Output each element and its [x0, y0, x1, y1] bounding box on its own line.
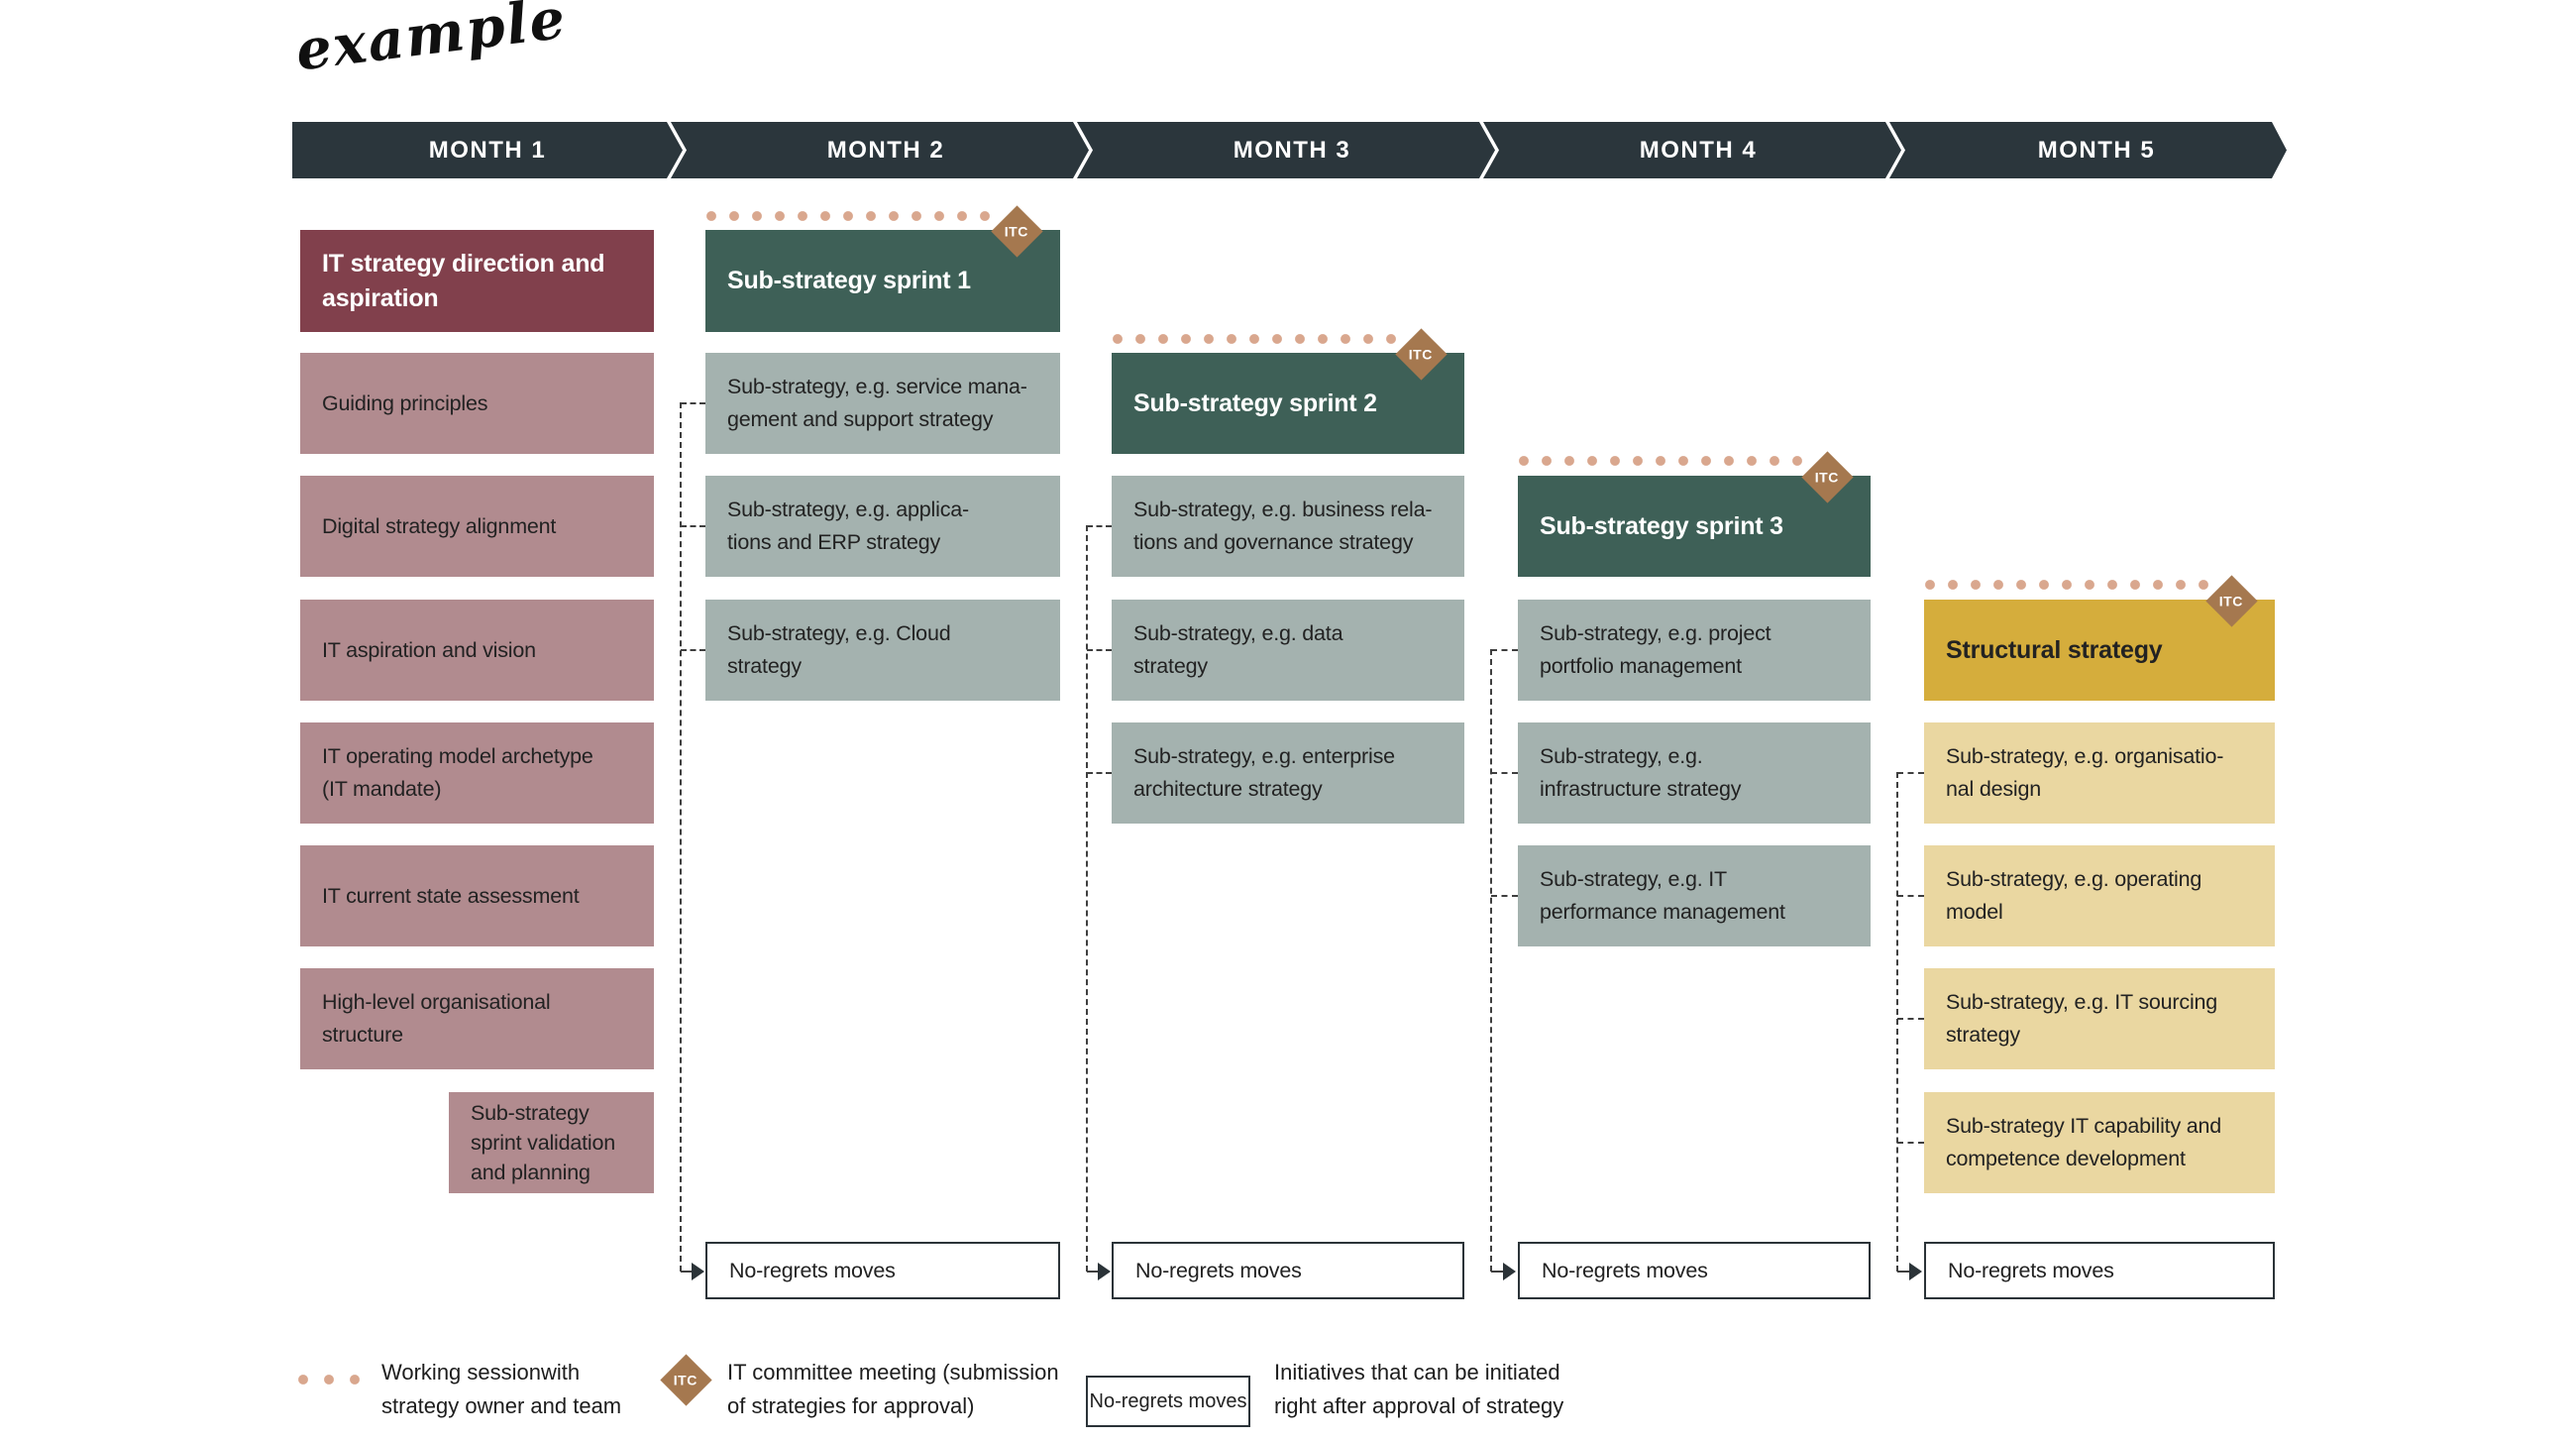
col4-box-infrastructure: Sub-strategy, e.g. infrastructure strate…	[1518, 722, 1871, 824]
connector-line	[680, 402, 682, 1272]
col5-box-capability-development: Sub-strategy IT capability and competenc…	[1924, 1092, 2275, 1193]
col2-no-regrets-box: No-regrets moves	[705, 1242, 1060, 1299]
arrow-icon	[1503, 1263, 1516, 1280]
connector-stub	[681, 525, 705, 527]
col4-no-regrets-box: No-regrets moves	[1518, 1242, 1871, 1299]
connector-stub	[681, 1271, 693, 1273]
col3-box-enterprise-architecture: Sub-strategy, e.g. enterprise architectu…	[1112, 722, 1464, 824]
connector-stub	[1897, 895, 1924, 897]
arrow-icon	[1098, 1263, 1111, 1280]
connector-stub	[1897, 772, 1924, 774]
col1-box-current-state-assessment: IT current state assessment	[300, 845, 654, 946]
connector-stub	[1491, 649, 1518, 651]
connector-stub	[1491, 1271, 1503, 1273]
working-session-dotted-line	[705, 210, 999, 222]
col1-box-operating-model-archetype: IT operating model archetype (IT mandate…	[300, 722, 654, 824]
col2-box-service-management: Sub-strategy, e.g. service mana- gement …	[705, 353, 1060, 454]
connector-line	[1086, 525, 1088, 1272]
arrow-icon	[692, 1263, 704, 1280]
month-1-label: MONTH 1	[428, 137, 547, 164]
col3-box-business-relations: Sub-strategy, e.g. business rela- tions …	[1112, 476, 1464, 577]
legend-initiatives-label: Initiatives that can be initiated right …	[1274, 1360, 1564, 1418]
connector-stub	[1491, 772, 1518, 774]
legend-itc-diamond-icon: ITC	[660, 1354, 712, 1406]
col1-box-digital-strategy-alignment: Digital strategy alignment	[300, 476, 654, 577]
col5-no-regrets-box: No-regrets moves	[1924, 1242, 2275, 1299]
connector-stub	[1087, 649, 1112, 651]
col1-box-guiding-principles: Guiding principles	[300, 353, 654, 454]
col1-box-high-level-org-structure: High-level organisational structure	[300, 968, 654, 1069]
col5-box-it-sourcing: Sub-strategy, e.g. IT sourcing strategy	[1924, 968, 2275, 1069]
col3-no-regrets-box: No-regrets moves	[1112, 1242, 1464, 1299]
month-2-label: MONTH 2	[826, 137, 945, 164]
col3-header-sprint2: Sub-strategy sprint 2	[1112, 353, 1464, 454]
connector-line	[1490, 649, 1492, 1272]
legend-itc-meeting-label: IT committee meeting (submission of stra…	[727, 1360, 1059, 1418]
connector-stub	[1087, 772, 1112, 774]
col2-box-applications-erp: Sub-strategy, e.g. applica- tions and ER…	[705, 476, 1060, 577]
legend-working-session-label: Working sessionwith strategy owner and t…	[381, 1360, 622, 1418]
connector-stub	[1491, 895, 1518, 897]
col5-header-structural-strategy: Structural strategy	[1924, 600, 2275, 701]
connector-stub	[1087, 1271, 1099, 1273]
month-4-label: MONTH 4	[1639, 137, 1758, 164]
col1-header: IT strategy direction and aspiration	[300, 230, 654, 332]
connector-stub	[1897, 1271, 1909, 1273]
col4-box-project-portfolio: Sub-strategy, e.g. project portfolio man…	[1518, 600, 1871, 701]
working-session-dotted-line	[1112, 333, 1405, 345]
month-5-label: MONTH 5	[2037, 137, 2156, 164]
col4-header-sprint3: Sub-strategy sprint 3	[1518, 476, 1871, 577]
col2-header-sprint1: Sub-strategy sprint 1	[705, 230, 1060, 332]
timeline-bar	[292, 122, 2287, 178]
month-3-label: MONTH 3	[1233, 137, 1351, 164]
col3-box-data-strategy: Sub-strategy, e.g. data strategy	[1112, 600, 1464, 701]
connector-stub	[1897, 1142, 1924, 1144]
col5-box-organisational-design: Sub-strategy, e.g. organisatio- nal desi…	[1924, 722, 2275, 824]
connector-line	[1896, 772, 1898, 1272]
connector-stub	[681, 402, 705, 404]
working-session-dotted-line	[1518, 455, 1811, 467]
working-session-dotted-line	[1924, 579, 2211, 591]
arrow-icon	[1909, 1263, 1922, 1280]
col2-box-cloud-strategy: Sub-strategy, e.g. Cloud strategy	[705, 600, 1060, 701]
col4-box-it-performance: Sub-strategy, e.g. IT performance manage…	[1518, 845, 1871, 946]
col1-box-sprint-validation: Sub-strategy sprint validation and plann…	[449, 1092, 654, 1193]
example-annotation: example	[292, 0, 571, 84]
legend-dotted-line-icon	[297, 1374, 375, 1386]
col5-box-operating-model: Sub-strategy, e.g. operating model	[1924, 845, 2275, 946]
connector-stub	[1897, 1018, 1924, 1020]
col1-box-it-aspiration-vision: IT aspiration and vision	[300, 600, 654, 701]
connector-stub	[1087, 525, 1112, 527]
legend-no-regrets-sample-box: No-regrets moves	[1086, 1376, 1250, 1427]
connector-stub	[681, 649, 705, 651]
